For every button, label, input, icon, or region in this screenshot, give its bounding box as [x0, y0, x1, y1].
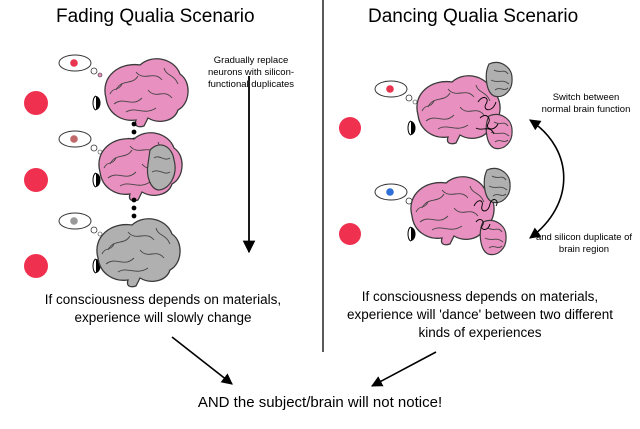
red-stimulus-2 [24, 168, 48, 192]
right-statement: If consciousness depends on materials, e… [346, 289, 614, 340]
qualia-dot-1 [70, 59, 78, 67]
eye-icon [92, 95, 101, 111]
eye-icon [407, 226, 416, 242]
bio-chunk-upper [485, 113, 513, 150]
switch-note: Switch between normal brain function [541, 92, 631, 115]
replace-neurons-note: Gradually replace neurons with silicon-f… [207, 55, 295, 90]
right-panel-title: Dancing Qualia Scenario [368, 6, 579, 27]
red-stimulus-1 [24, 91, 48, 115]
eye-icon [92, 172, 101, 188]
qualia-dot-3 [70, 217, 78, 225]
left-statement: If consciousness depends on materials, e… [44, 292, 282, 325]
qualia-dot-4 [386, 85, 394, 93]
conclusion-text: AND the subject/brain will not notice! [197, 394, 443, 411]
brain-silicon [96, 218, 181, 288]
silicon-chunk-lower [483, 167, 511, 204]
switch-arrow [529, 119, 565, 239]
qualia-dot-5 [386, 188, 394, 196]
red-stimulus-5 [339, 223, 361, 245]
red-stimulus-4 [339, 117, 361, 139]
brain-biological [104, 58, 189, 128]
right-conclusion-arrow [371, 351, 437, 387]
red-stimulus-3 [24, 254, 48, 278]
left-conclusion-arrow [171, 336, 233, 385]
eye-icon [407, 120, 416, 136]
silicon-duplicate-note: and silicon duplicate of brain region [535, 232, 633, 255]
left-panel-title: Fading Qualia Scenario [56, 6, 255, 27]
silicon-chunk-upper [485, 61, 513, 98]
bio-chunk-lower [479, 219, 507, 256]
qualia-dot-2 [70, 135, 78, 143]
